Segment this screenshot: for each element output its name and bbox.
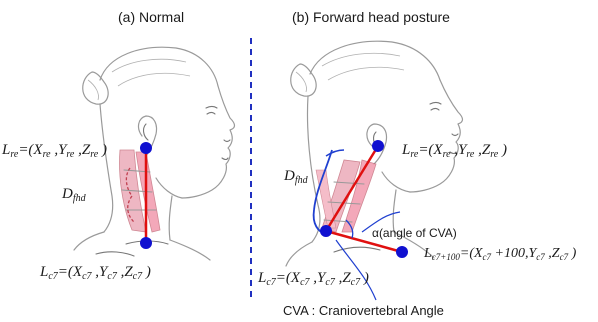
right-c7-plus-100-label: Lc7+100=(Xc7 +100,Yc7 ,Zc7 ) bbox=[423, 246, 577, 262]
right-dfhd-brace-top bbox=[326, 150, 344, 156]
right-ear-label: Lre=(Xre ,Yre ,Zre ) bbox=[401, 142, 507, 160]
title-normal: (a) Normal bbox=[118, 9, 184, 25]
angle-label: α(angle of CVA) bbox=[372, 226, 457, 240]
right-c7-plus-100-marker bbox=[396, 246, 408, 258]
left-c7-marker bbox=[140, 237, 152, 249]
left-c7-label: Lc7=(Xc7 ,Yc7 ,Zc7 ) bbox=[39, 264, 151, 282]
left-ear-label: Lre=(Xre ,Yre ,Zre ) bbox=[1, 142, 107, 160]
title-forward-head-posture: (b) Forward head posture bbox=[292, 9, 450, 25]
left-ear-marker bbox=[140, 142, 152, 154]
right-ear-marker bbox=[372, 140, 384, 152]
right-c7-label: Lc7=(Xc7 ,Yc7 ,Zc7 ) bbox=[257, 270, 369, 288]
left-neck-muscles bbox=[120, 150, 161, 232]
right-c7-marker bbox=[320, 225, 332, 237]
cva-caption: CVA : Craniovertebral Angle bbox=[283, 303, 444, 318]
left-dfhd-label: Dfhd bbox=[61, 186, 87, 204]
right-dfhd-label: Dfhd bbox=[283, 168, 309, 186]
